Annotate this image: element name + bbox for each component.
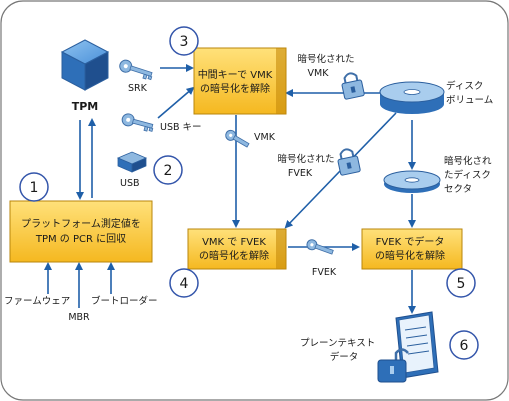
step-2-badge: 2 (153, 155, 183, 185)
disk-volume-line1: ディスク (446, 80, 483, 92)
box3-line1: 中間キーで VMK (198, 68, 273, 81)
plaintext-line2: データ (330, 351, 359, 363)
box4-line1: VMK で FVEK (202, 237, 266, 248)
tpm-chip-icon (60, 39, 110, 91)
step-5-badge: 5 (446, 268, 476, 298)
firmware-label: ファームウェア (4, 296, 70, 307)
box-collect-measurements: プラットフォーム測定値を TPM の PCR に回収 (9, 200, 153, 263)
fvek-key-icon (306, 239, 334, 255)
srk-label: SRK (128, 83, 148, 94)
vmk-encrypted-line2: VMK (308, 68, 330, 79)
svg-text:4: 4 (180, 276, 189, 292)
box-decrypt-data: FVEK でデータ の暗号化を解除 (361, 228, 463, 270)
svg-text:5: 5 (457, 276, 466, 292)
arrow-usbkey-to-box3 (157, 86, 195, 119)
disk-volume-line2: ボリューム (446, 95, 493, 106)
srk-key-icon (119, 59, 153, 81)
box4-line2: の暗号化を解除 (199, 249, 269, 262)
vmk-arrow-label: VMK (254, 132, 276, 143)
box-decrypt-fvek: VMK で FVEK の暗号化を解除 (187, 228, 287, 270)
vmk-encrypted-line1: 暗号化された (297, 53, 354, 65)
svg-text:6: 6 (460, 338, 469, 354)
fvek-lock-icon (337, 148, 361, 176)
fvek-encrypted-line2: FVEK (288, 168, 313, 179)
usb-key-icon (121, 113, 154, 132)
mbr-label: MBR (68, 312, 90, 323)
bootloader-label: ブートローダー (91, 295, 158, 307)
box-decrypt-vmk: 中間キーで VMK の暗号化を解除 (193, 47, 287, 115)
disk-volume-icon (379, 81, 445, 114)
box1-line2: TPM の PCR に回収 (35, 233, 126, 245)
fvek-encrypted-line1: 暗号化された (277, 153, 334, 165)
usb-device-icon (116, 151, 148, 173)
sector-line1: 暗号化され (444, 155, 492, 167)
plaintext-document-icon (395, 311, 439, 379)
box5-line1: FVEK でデータ (376, 235, 445, 248)
tpm-label: TPM (72, 100, 99, 113)
step-4-badge: 4 (169, 268, 199, 298)
disk-sector-icon (383, 170, 441, 193)
step-1-badge: 1 (19, 172, 49, 202)
sector-line2: たディスク (444, 169, 491, 181)
sector-line3: セクタ (444, 184, 472, 195)
box1-line1: プラットフォーム測定値を (21, 217, 141, 230)
usb-label: USB (120, 178, 140, 189)
svg-text:2: 2 (164, 163, 173, 179)
svg-text:3: 3 (180, 34, 189, 50)
vmk-key-icon (225, 129, 250, 148)
vmk-lock-icon (341, 72, 365, 100)
plaintext-line1: プレーンテキスト (300, 338, 375, 349)
step-6-badge: 6 (449, 330, 479, 360)
svg-text:1: 1 (30, 180, 39, 196)
unlocked-padlock-icon (377, 348, 409, 383)
box3-line2: の暗号化を解除 (200, 82, 270, 95)
step-3-badge: 3 (169, 26, 199, 56)
usb-key-label: USB キー (160, 122, 202, 133)
box5-line2: の暗号化を解除 (375, 249, 445, 262)
fvek-arrow-label: FVEK (312, 267, 337, 278)
